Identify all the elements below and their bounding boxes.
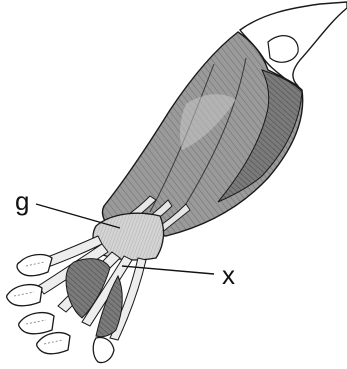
label-g: g (15, 188, 29, 214)
label-x: x (222, 262, 235, 288)
elbow-notch (268, 36, 298, 63)
